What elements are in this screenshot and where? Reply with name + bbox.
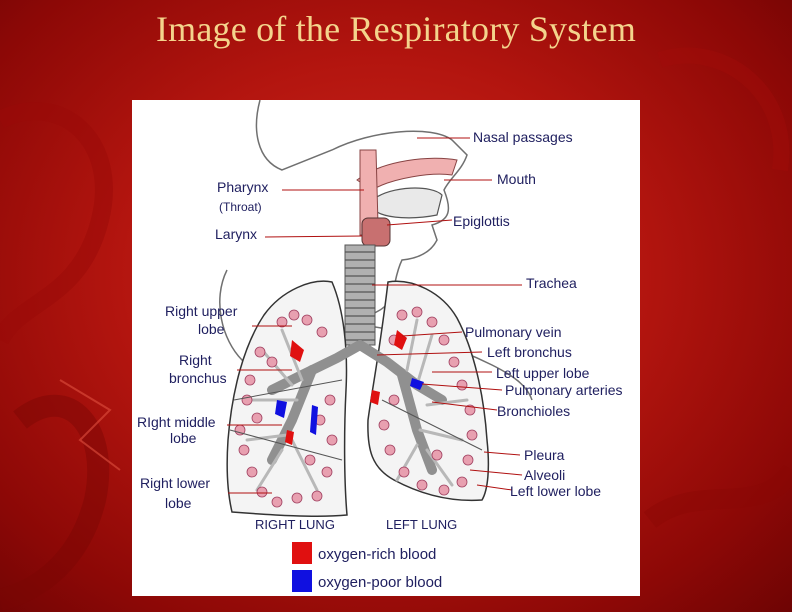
label-mouth: Mouth — [497, 171, 536, 187]
label-throat: (Throat) — [219, 200, 262, 214]
label-right-upper-lobe-1: Right upper — [165, 303, 238, 319]
label-epiglottis: Epiglottis — [453, 213, 510, 229]
label-bronchioles: Bronchioles — [497, 403, 570, 419]
nasal-cavity — [356, 157, 458, 191]
legend: oxygen-rich blood oxygen-poor blood — [292, 542, 442, 592]
label-nasal-passages: Nasal passages — [473, 129, 573, 145]
label-right-bronchus-2: bronchus — [169, 370, 227, 386]
label-left-lung: LEFT LUNG — [386, 517, 457, 532]
label-pulmonary-vein: Pulmonary vein — [465, 324, 562, 340]
label-left-upper-lobe: Left upper lobe — [496, 365, 590, 381]
oxygen-poor-vessels — [275, 378, 424, 435]
slide-title: Image of the Respiratory System — [155, 9, 637, 49]
label-right-upper-lobe-2: lobe — [198, 321, 225, 337]
lung-fissures — [229, 379, 483, 461]
label-right-bronchus-1: Right — [179, 352, 212, 368]
label-right-lower-lobe-1: Right lower — [140, 475, 210, 491]
label-trachea: Trachea — [526, 275, 577, 291]
label-pleura: Pleura — [524, 447, 565, 463]
legend-swatch-oxygen-rich — [292, 542, 312, 564]
label-right-middle-lobe-2: lobe — [170, 430, 197, 446]
mouth-cavity — [371, 187, 443, 219]
label-pulmonary-arteries: Pulmonary arteries — [505, 382, 623, 398]
legend-swatch-oxygen-poor — [292, 570, 312, 592]
legend-label-oxygen-rich: oxygen-rich blood — [318, 546, 436, 563]
label-right-lower-lobe-2: lobe — [165, 495, 192, 511]
label-alveoli: Alveoli — [524, 467, 565, 483]
legend-label-oxygen-poor: oxygen-poor blood — [318, 574, 442, 591]
label-left-lower-lobe: Left lower lobe — [510, 483, 601, 499]
label-pharynx: Pharynx — [217, 179, 268, 195]
oxygen-rich-vessels — [285, 330, 407, 445]
label-right-middle-lobe-1: RIght middle — [137, 414, 216, 430]
trachea-shape — [344, 244, 376, 346]
larynx-shape — [361, 217, 391, 247]
label-larynx: Larynx — [215, 226, 257, 242]
label-right-lung: RIGHT LUNG — [255, 517, 335, 532]
respiratory-diagram: Nasal passages Mouth Pharynx (Throat) Ep… — [132, 100, 640, 596]
label-left-bronchus: Left bronchus — [487, 344, 572, 360]
pointer-lines — [227, 137, 523, 494]
alveoli-clusters — [234, 306, 478, 508]
